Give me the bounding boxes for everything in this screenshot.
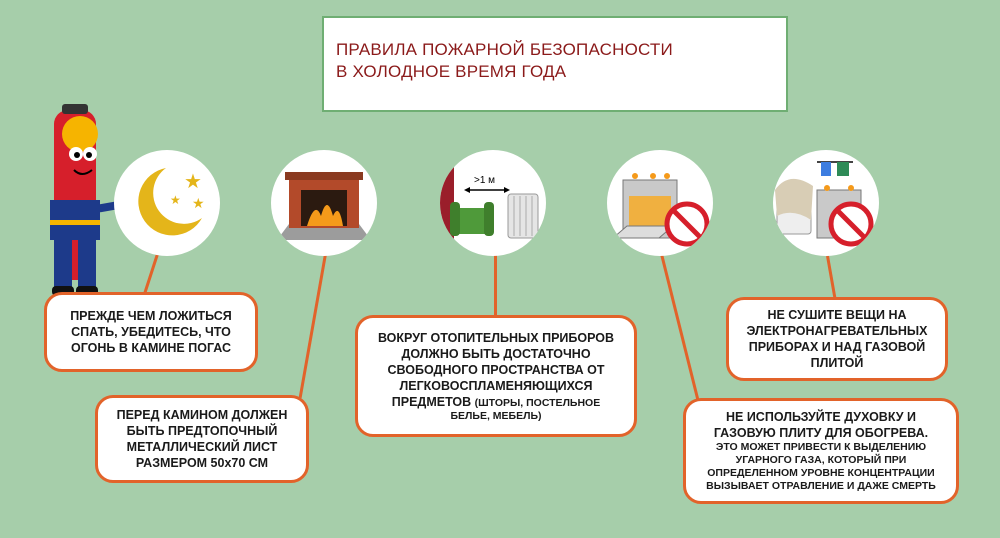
card-heaters: ВОКРУГ ОТОПИТЕЛЬНЫХ ПРИБОРОВ ДОЛЖНО БЫТЬ… bbox=[355, 315, 637, 437]
card-heaters-line-1: ВОКРУГ ОТОПИТЕЛЬНЫХ ПРИБОРОВ bbox=[377, 330, 615, 345]
card-heaters-line-5: ПРЕДМЕТОВ (ШТОРЫ, ПОСТЕЛЬНОЕ bbox=[392, 394, 600, 410]
title-line-2: В ХОЛОДНОЕ ВРЕМЯ ГОДА bbox=[336, 62, 567, 81]
towel-icon bbox=[817, 161, 853, 176]
card-fireplace-line-4: РАЗМЕРОМ 50х70 СМ bbox=[135, 456, 269, 470]
drying-circle bbox=[773, 150, 879, 256]
title-box: ПРАВИЛА ПОЖАРНОЙ БЕЗОПАСНОСТИ В ХОЛОДНОЕ… bbox=[322, 16, 788, 112]
connector-heaters bbox=[494, 254, 497, 320]
armchair-icon bbox=[454, 208, 488, 234]
fireplace-icon bbox=[277, 172, 371, 240]
oven-circle bbox=[607, 150, 713, 256]
connector-fireplace bbox=[298, 253, 327, 399]
card-oven: НЕ ИСПОЛЬЗУЙТЕ ДУХОВКУ И ГАЗОВУЮ ПЛИТУ Д… bbox=[683, 398, 959, 504]
card-drying-line-3: ПРИБОРАХ И НАД ГАЗОВОЙ bbox=[748, 340, 926, 354]
card-fireplace-line-3: МЕТАЛЛИЧЕСКИЙ ЛИСТ bbox=[126, 440, 278, 454]
svg-text:★: ★ bbox=[170, 193, 181, 207]
card-oven-note-2: УГАРНОГО ГАЗА, КОТОРЫЙ ПРИ bbox=[735, 454, 907, 466]
radiator-icon bbox=[775, 178, 813, 235]
card-oven-note-3: ОПРЕДЕЛЕННОМ УРОВНЕ КОНЦЕНТРАЦИИ bbox=[707, 467, 935, 479]
card-oven-note-4: ВЫЗЫВАЕТ ОТРАВЛЕНИЕ И ДАЖЕ СМЕРТЬ bbox=[706, 480, 936, 492]
card-drying-line-1: НЕ СУШИТЕ ВЕЩИ НА bbox=[767, 308, 907, 322]
fireplace-circle bbox=[271, 150, 377, 256]
card-oven-note-1: ЭТО МОЖЕТ ПРИВЕСТИ К ВЫДЕЛЕНИЮ bbox=[715, 441, 927, 453]
card-sleep-line-1: ПРЕЖДЕ ЧЕМ ЛОЖИТЬСЯ bbox=[70, 309, 232, 323]
card-sleep-line-2: СПАТЬ, УБЕДИТЕСЬ, ЧТО bbox=[71, 325, 231, 339]
card-heaters-line-2: ДОЛЖНО БЫТЬ ДОСТАТОЧНО bbox=[401, 346, 591, 361]
radiator-icon bbox=[507, 193, 539, 239]
mascot-illustration bbox=[40, 100, 130, 300]
svg-text:★: ★ bbox=[192, 196, 205, 212]
card-fireplace: ПЕРЕД КАМИНОМ ДОЛЖЕН БЫТЬ ПРЕДТОПОЧНЫЙ М… bbox=[95, 395, 309, 483]
heater-circle: >1 м bbox=[440, 150, 546, 256]
card-heaters-line-4: ЛЕГКОВОСПЛАМЕНЯЮЩИХСЯ bbox=[399, 378, 593, 393]
card-drying: НЕ СУШИТЕ ВЕЩИ НА ЭЛЕКТРОНАГРЕВАТЕЛЬНЫХ … bbox=[726, 297, 948, 381]
connector-oven bbox=[660, 253, 700, 400]
title-line-1: ПРАВИЛА ПОЖАРНОЙ БЕЗОПАСНОСТИ bbox=[336, 40, 673, 59]
card-drying-line-2: ЭЛЕКТРОНАГРЕВАТЕЛЬНЫХ bbox=[746, 324, 928, 338]
card-oven-line-1: НЕ ИСПОЛЬЗУЙТЕ ДУХОВКУ И bbox=[725, 410, 917, 424]
card-sleep-line-3: ОГОНЬ В КАМИНЕ ПОГАС bbox=[71, 341, 231, 355]
card-heaters-line-3: СВОБОДНОГО ПРОСТРАНСТВА ОТ bbox=[387, 362, 605, 377]
moon-icon bbox=[138, 168, 202, 236]
prohibition-icon bbox=[828, 201, 874, 247]
star-icon: ★ bbox=[184, 169, 202, 193]
card-fireplace-line-2: БЫТЬ ПРЕДТОПОЧНЫЙ bbox=[126, 424, 278, 438]
prohibition-icon bbox=[664, 201, 710, 247]
card-heaters-line-6: БЕЛЬЕ, МЕБЕЛЬ) bbox=[450, 409, 542, 422]
card-heaters-line-5-main: ПРЕДМЕТОВ bbox=[391, 394, 472, 409]
card-heaters-line-5-note: (ШТОРЫ, ПОСТЕЛЬНОЕ bbox=[474, 396, 601, 409]
card-drying-line-4: ПЛИТОЙ bbox=[810, 356, 864, 370]
card-sleep: ПРЕЖДЕ ЧЕМ ЛОЖИТЬСЯ СПАТЬ, УБЕДИТЕСЬ, ЧТ… bbox=[44, 292, 258, 372]
card-oven-line-2: ГАЗОВУЮ ПЛИТУ ДЛЯ ОБОГРЕВА. bbox=[713, 426, 929, 440]
connector-drying bbox=[826, 255, 837, 300]
card-fireplace-line-1: ПЕРЕД КАМИНОМ ДОЛЖЕН bbox=[116, 408, 288, 422]
moon-circle: ★ ★ ★ bbox=[114, 150, 220, 256]
distance-label: >1 м bbox=[474, 175, 495, 186]
